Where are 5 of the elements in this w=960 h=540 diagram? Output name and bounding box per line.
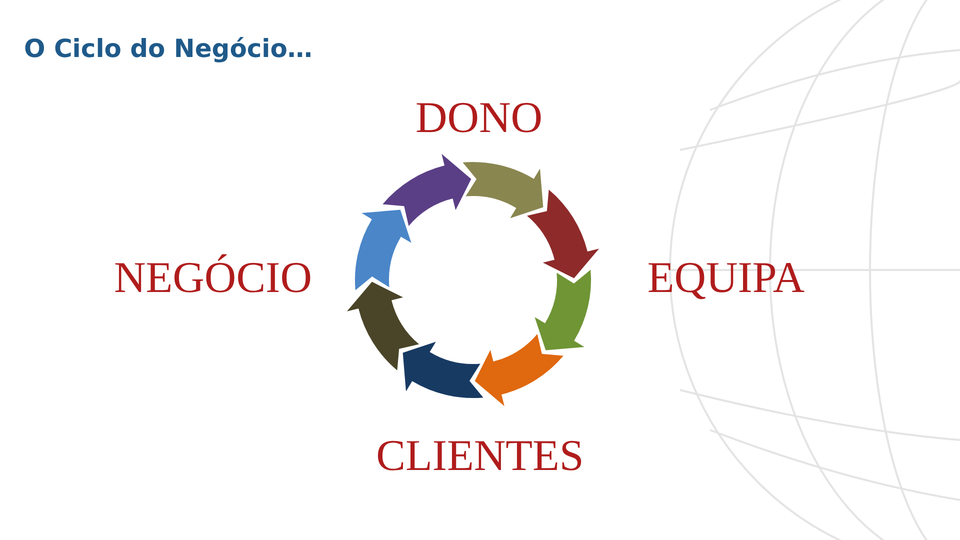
cycle-stage-label: DONO	[415, 96, 543, 140]
cycle-stage-label: NEGÓCIO	[114, 256, 312, 300]
cycle-stage-label: EQUIPA	[647, 256, 805, 300]
slide-title: O Ciclo do Negócio…	[24, 33, 312, 65]
cycle-stage-label: CLIENTES	[376, 434, 584, 478]
